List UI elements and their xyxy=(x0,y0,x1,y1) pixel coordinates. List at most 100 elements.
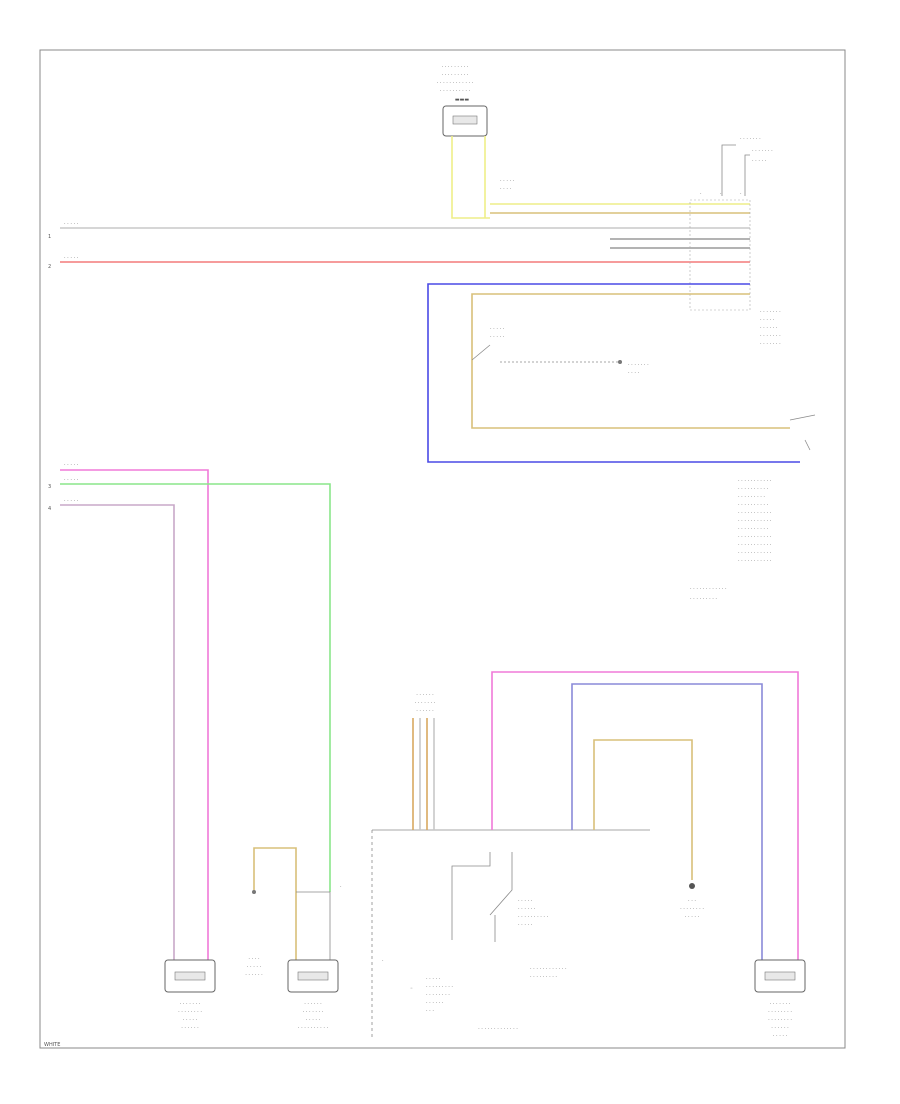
svg-text:· · · · ·: · · · · · xyxy=(306,1017,321,1023)
switch-lead xyxy=(451,852,491,940)
svg-text:· · · · · · · · · · ·: · · · · · · · · · · · xyxy=(738,558,772,564)
svg-text:· · · · · · ·: · · · · · · · xyxy=(752,148,773,154)
right-sensor-ground xyxy=(804,439,811,451)
middle-component: · · · · · · · · · · · · · · · · · · · · … xyxy=(287,959,339,1031)
svg-text:· · · · · · · · · ·: · · · · · · · · · · xyxy=(440,88,471,94)
svg-text:· · · · ·: · · · · · xyxy=(247,964,262,970)
svg-text:· · · · · ·: · · · · · · xyxy=(771,1025,789,1031)
instrument-cluster: · · · · · · · · · · · · · · ◦ · · · · · … xyxy=(371,829,650,1040)
svg-text:· · · · · · · · · · ·: · · · · · · · · · · · xyxy=(738,510,772,516)
svg-text:· · · ·: · · · · xyxy=(248,956,260,962)
svg-text:·: · xyxy=(740,191,742,197)
top-sensor-connector xyxy=(452,115,478,125)
svg-text:· · · · · ·: · · · · · · xyxy=(416,692,434,698)
wire-pink-left xyxy=(60,469,209,960)
svg-text:· · · · · · · · ·: · · · · · · · · · xyxy=(441,64,468,70)
svg-text:· · · · · ·: · · · · · · xyxy=(426,1000,444,1006)
svg-text:· · · · · ·: · · · · · · xyxy=(416,708,434,714)
svg-text:· · · · · · · ·: · · · · · · · · xyxy=(680,906,704,912)
svg-text:· · · · · · · · · · · ·: · · · · · · · · · · · · xyxy=(530,966,567,972)
svg-text:· · · · · · · · · ·: · · · · · · · · · · xyxy=(298,1025,329,1031)
svg-text:· · · · · · · · · · ·: · · · · · · · · · · · xyxy=(738,478,772,484)
svg-text:· · · · · · ·: · · · · · · · xyxy=(415,700,436,706)
svg-text:·: · xyxy=(700,191,702,197)
svg-text:· · ·: · · · xyxy=(688,898,696,904)
svg-text:· · · · · · · · · ·: · · · · · · · · · · xyxy=(738,526,769,532)
wire-tan-loop xyxy=(471,293,790,429)
svg-text:· · · · · · · · ·: · · · · · · · · · xyxy=(738,494,765,500)
connector-lead-2 xyxy=(744,154,750,196)
top-sensor: · · · · · · · · · · · · · · · · · · · · … xyxy=(437,64,488,137)
left-component: · · · · · · · · · · · · · · · · · · · · … xyxy=(164,959,216,1031)
svg-text:· · · · · · · ·: · · · · · · · · xyxy=(768,1009,792,1015)
switch-contact xyxy=(489,852,513,916)
connector-block: · · · · · · · · · · · · · · · · · · · · · … xyxy=(689,136,781,347)
svg-text:▬▬▬: ▬▬▬ xyxy=(455,97,469,103)
diagram-frame xyxy=(39,49,846,1049)
right-component: · · · · · · · · · · · · · · · · · · · · … xyxy=(754,959,806,1039)
svg-text:· · · · ·: · · · · · xyxy=(685,914,700,920)
svg-text:· · · · · · · · ·: · · · · · · · · · xyxy=(441,72,468,78)
svg-text:· · · · · ·: · · · · · · xyxy=(760,325,778,331)
svg-text:· · · · ·: · · · · · xyxy=(760,317,775,323)
svg-text:· · · · · · · ·: · · · · · · · · xyxy=(426,992,450,998)
svg-text:· · · · ·: · · · · · xyxy=(752,158,767,164)
svg-text:· · · · · · · · · · ·: · · · · · · · · · · · xyxy=(738,550,772,556)
wire-green xyxy=(60,483,331,892)
svg-text:· · · · · ·: · · · · · · xyxy=(245,972,263,978)
svg-text:· · · · · · ·: · · · · · · · xyxy=(760,309,781,315)
svg-text:· · · · · · ·: · · · · · · · xyxy=(760,341,781,347)
svg-text:· · · · · · · · · · · · ·: · · · · · · · · · · · · · xyxy=(478,1026,518,1032)
svg-text:·: · xyxy=(720,191,722,197)
svg-text:· · · · ·: · · · · · xyxy=(64,255,79,261)
wire-sensor-left xyxy=(451,136,490,219)
svg-text:· · · · ·: · · · · · xyxy=(518,898,533,904)
svg-text:· · · · · · · · ·: · · · · · · · · · xyxy=(426,984,453,990)
right-sensor: · · · · · · · · · · · · · · · · · · · · … xyxy=(690,414,816,602)
connector-lead-1 xyxy=(721,144,736,196)
svg-text:· · · · · · · · · ·: · · · · · · · · · · xyxy=(738,502,769,508)
svg-text:· · · · · · ·: · · · · · · · xyxy=(180,1001,201,1007)
wire-pink-right xyxy=(491,671,799,960)
svg-text:· · · · · · · · · · ·: · · · · · · · · · · · xyxy=(738,518,772,524)
svg-text:· · · · ·: · · · · · xyxy=(773,1033,788,1039)
wire-lilac xyxy=(60,504,175,960)
svg-text:· · · · · · · · · · ·: · · · · · · · · · · · xyxy=(738,534,772,540)
svg-text:· · · · ·: · · · · · xyxy=(500,178,515,184)
svg-text:· · · · · · · · ·: · · · · · · · · · xyxy=(530,974,557,980)
left-component-connector xyxy=(174,971,206,981)
right-sensor-lead xyxy=(789,414,816,421)
connector-block-outline xyxy=(689,199,751,311)
svg-text:· · ·: · · · xyxy=(426,1008,434,1014)
svg-text:· · · · ·: · · · · · xyxy=(518,922,533,928)
svg-text:· · · · ·: · · · · · xyxy=(64,462,79,468)
svg-text:· · · · · · · · · · · ·: · · · · · · · · · · · · xyxy=(437,80,474,86)
svg-text:· · · · ·: · · · · · xyxy=(426,976,441,982)
svg-text:2: 2 xyxy=(48,264,51,270)
right-component-connector xyxy=(764,971,796,981)
tan-branch-marker xyxy=(471,344,491,361)
svg-text:·: · xyxy=(382,958,384,964)
svg-text:· · · · · · · ·: · · · · · · · · xyxy=(178,1009,202,1015)
svg-text:· · · · · · · · ·: · · · · · · · · · xyxy=(690,596,717,602)
svg-text:· · · · · · · · · ·: · · · · · · · · · · xyxy=(738,486,769,492)
wire-tan-mid xyxy=(253,847,297,960)
svg-text:· · · · · ·: · · · · · · xyxy=(518,906,536,912)
svg-text:· · · · · · ·: · · · · · · · xyxy=(740,136,761,142)
svg-text:· · · · ·: · · · · · xyxy=(183,1017,198,1023)
svg-text:· · · · · · ·: · · · · · · · xyxy=(628,362,649,368)
svg-text:· · · · · · · ·: · · · · · · · · xyxy=(768,1017,792,1023)
svg-text:· · · · · · ·: · · · · · · · xyxy=(770,1001,791,1007)
wire-blue-loop xyxy=(427,283,800,463)
svg-text:· · · ·: · · · · xyxy=(628,370,640,376)
svg-text:· · · · ·: · · · · · xyxy=(490,334,505,340)
wire-gray-link xyxy=(296,891,331,960)
svg-text:· · · · · · · · · · ·: · · · · · · · · · · · xyxy=(738,542,772,548)
signal-node xyxy=(618,360,622,364)
svg-text:◦: ◦ xyxy=(410,986,413,992)
svg-text:· · · · ·: · · · · · xyxy=(64,498,79,504)
svg-text:·: · xyxy=(340,884,342,890)
ground-terminal xyxy=(689,883,695,889)
svg-text:· · · · · ·: · · · · · · xyxy=(304,1001,322,1007)
